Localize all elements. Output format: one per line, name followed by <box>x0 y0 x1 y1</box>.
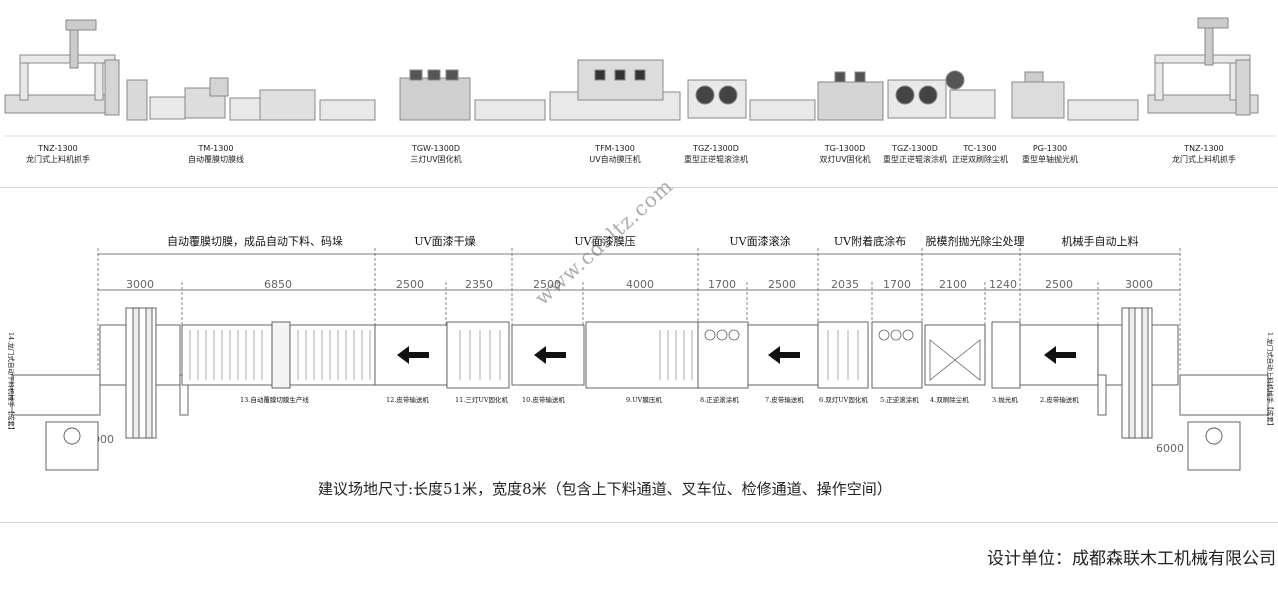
station-3: 3.抛光机 <box>992 395 1018 404</box>
dim-4: 2350 <box>465 278 493 291</box>
belt-conveyor-photo-3 <box>749 99 816 121</box>
polisher-photo <box>1011 71 1065 119</box>
gantry-robot-left <box>4 19 120 116</box>
triple-uv-plan <box>446 321 510 389</box>
roller-coater-5-plan <box>871 321 923 389</box>
station-14: 14.龙门式自动下料机械手【成套】 <box>7 332 16 433</box>
roller-coater-photo-1 <box>687 79 747 119</box>
station-8: 8.正逆滚涂机 <box>700 395 739 404</box>
polisher-plan <box>991 321 1021 389</box>
divider-top <box>0 187 1278 188</box>
dual-uv-plan <box>817 321 869 389</box>
dim-7: 1700 <box>708 278 736 291</box>
line-layout-plan: 自动覆膜切膜，成品自动下料、码垛 UV面漆干燥 UV面漆膜压 UV面漆滚涂 UV… <box>7 234 1275 471</box>
dim-14: 3000 <box>1125 278 1153 291</box>
machine-illustrations <box>4 17 1275 137</box>
dim-8: 2500 <box>768 278 796 291</box>
right-gantry-unit <box>1097 307 1269 471</box>
section-label-3: UV面漆膜压 <box>574 235 635 248</box>
dim-9: 2035 <box>831 278 859 291</box>
station-13: 13.自动覆膜切膜生产线 <box>240 395 309 404</box>
flow-arrow-4 <box>1044 346 1076 364</box>
triple-uv-photo <box>399 69 471 121</box>
station-11: 11.三灯UV固化机 <box>455 395 509 404</box>
dim-3: 2500 <box>396 278 424 291</box>
dim-2: 6850 <box>264 278 292 291</box>
station-10: 10.皮带输送机 <box>522 395 565 404</box>
gantry-robot-right <box>1147 17 1259 116</box>
side-dim-right: 6000 <box>1156 442 1184 455</box>
brush-duster-photo <box>945 70 996 119</box>
section-label-4: UV面漆滚涂 <box>729 234 790 248</box>
station-9: 9.UV膜压机 <box>626 395 662 404</box>
left-gantry-unit <box>11 307 189 471</box>
flow-arrows <box>397 346 1076 364</box>
station-5: 5.正逆滚涂机 <box>880 395 919 404</box>
uv-film-press-plan <box>585 321 699 389</box>
section-label-7: 机械手自动上料 <box>1062 234 1139 248</box>
dual-uv-photo <box>817 71 884 121</box>
belt-conveyor-photo <box>319 99 376 121</box>
station-12: 12.皮带输送机 <box>386 395 429 404</box>
dim-11: 2100 <box>939 278 967 291</box>
section-label-5: UV附着底涂布 <box>834 234 906 248</box>
control-cabinet <box>126 79 148 121</box>
flow-arrow-1 <box>397 346 429 364</box>
station-1: 1.龙门式自动上料机械手【成套】 <box>1266 332 1275 429</box>
dim-1: 3000 <box>126 278 154 291</box>
divider-bottom <box>0 522 1278 523</box>
section-label-6: 脱模剂抛光除尘处理 <box>926 234 1025 248</box>
dim-13: 2500 <box>1045 278 1073 291</box>
dim-10: 1700 <box>883 278 911 291</box>
station-4: 4.双刷除尘机 <box>930 395 969 404</box>
belt-conveyor-photo-2 <box>474 99 546 121</box>
film-laminating-line <box>149 77 316 121</box>
roller-coater-photo-2 <box>887 79 947 119</box>
belt-conveyor-photo-4 <box>1067 99 1139 121</box>
station-2: 2.皮带输送机 <box>1040 395 1079 404</box>
flow-arrow-2 <box>534 346 566 364</box>
flow-arrow-3 <box>768 346 800 364</box>
section-label-2: UV面漆干燥 <box>414 235 475 248</box>
roller-coater-8-plan <box>697 321 749 389</box>
laminating-line-plan <box>181 321 376 389</box>
designer-credit: 设计单位：成都森联木工机械有限公司 <box>987 549 1276 569</box>
dim-5: 2500 <box>533 278 561 291</box>
dim-12: 1240 <box>989 278 1017 291</box>
site-size-note: 建议场地尺寸:长度51米，宽度8米（包含上下料通道、叉车位、检修通道、操作空间） <box>318 480 892 498</box>
station-6: 6.双灯UV固化机 <box>819 395 868 404</box>
section-label-1: 自动覆膜切膜，成品自动下料、码垛 <box>167 234 343 248</box>
uv-film-press-photo <box>549 59 681 121</box>
brush-duster-plan <box>924 324 986 386</box>
dim-6: 4000 <box>626 278 654 291</box>
station-7: 7.皮带输送机 <box>765 395 804 404</box>
